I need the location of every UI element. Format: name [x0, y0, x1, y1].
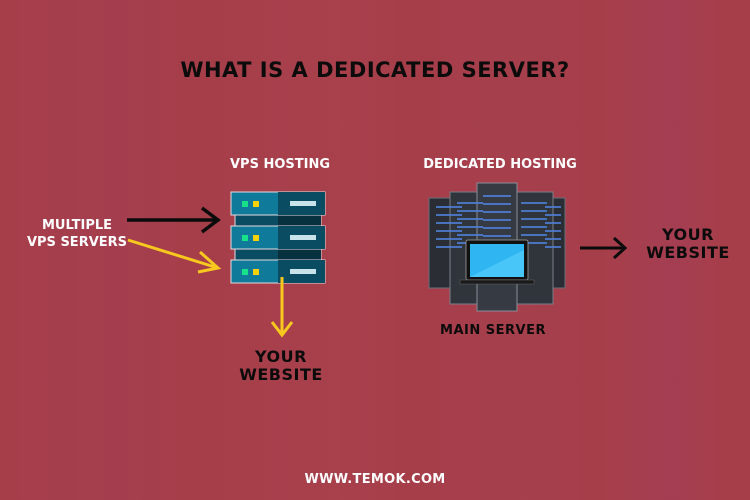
- vps-your-website-line1: YOUR: [255, 347, 307, 366]
- dedicated-your-website-line1: YOUR: [662, 225, 714, 244]
- vps-your-website-label: YOUR WEBSITE: [230, 348, 332, 384]
- yellow-arrow-icon: [127, 238, 222, 274]
- laptop-icon: [459, 239, 535, 285]
- yellow-down-arrow-icon: [270, 277, 294, 338]
- black-arrow-icon: [127, 206, 221, 234]
- dedicated-hosting-heading: DEDICATED HOSTING: [423, 157, 577, 172]
- dedicated-your-website-label: YOUR WEBSITE: [636, 226, 740, 262]
- vps-your-website-line2: WEBSITE: [239, 365, 323, 384]
- dedicated-your-website-line2: WEBSITE: [646, 243, 730, 262]
- multiple-vps-label-line1: MULTIPLE: [41, 218, 113, 233]
- vps-hosting-heading: VPS HOSTING: [229, 157, 331, 172]
- multiple-vps-servers-label: MULTIPLE VPS SERVERS: [22, 217, 132, 251]
- footer-url: WWW.TEMOK.COM: [304, 472, 446, 487]
- multiple-vps-label-line2: VPS SERVERS: [26, 235, 128, 250]
- main-server-caption: MAIN SERVER: [440, 323, 546, 338]
- page-title: WHAT IS A DEDICATED SERVER?: [180, 58, 570, 82]
- vps-server-icon: [230, 191, 326, 284]
- black-right-arrow-icon: [580, 236, 628, 260]
